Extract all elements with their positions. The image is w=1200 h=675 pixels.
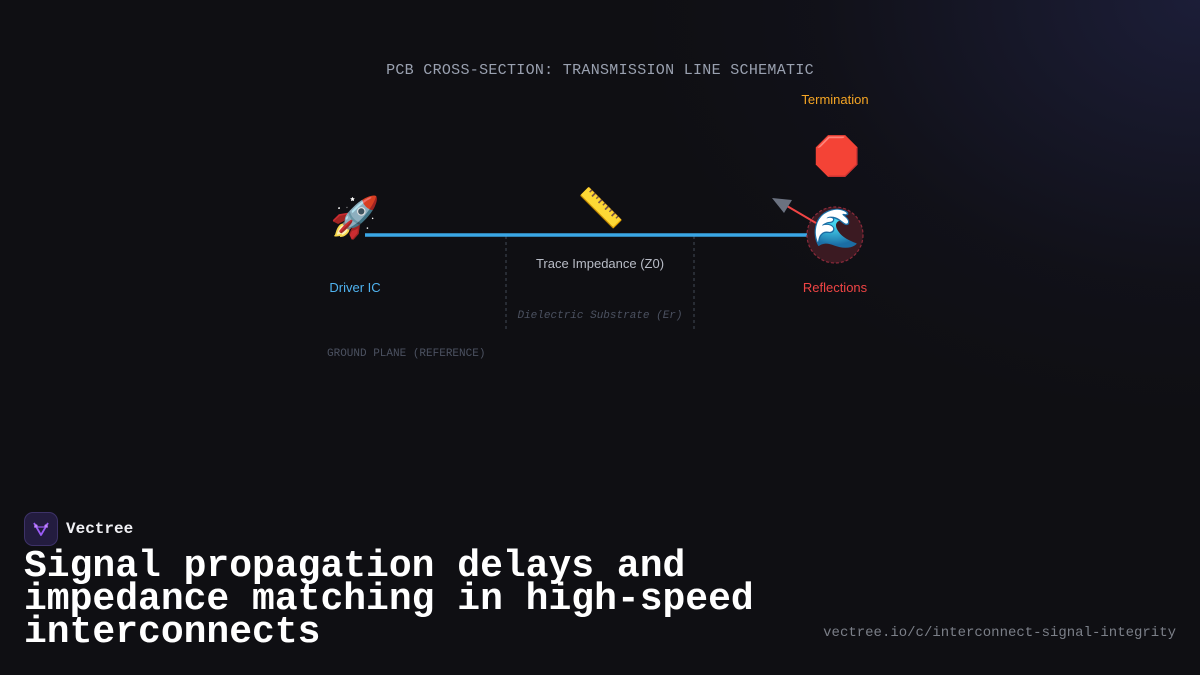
page-url[interactable]: vectree.io/c/interconnect-signal-integri… [823,625,1176,641]
vectree-logo-icon [24,512,58,546]
reflection-arrow-line [786,205,817,224]
page-headline: Signal propagation delays and impedance … [24,545,754,654]
reflection-arrow-head [772,198,792,213]
brand-name: Vectree [66,520,134,538]
rocket-icon: 🚀 [330,195,380,241]
dielectric-substrate-label: Dielectric Substrate (Er) [517,310,683,322]
stop-sign-icon: 🛑 [813,134,861,178]
driver-ic-label: Driver IC [329,280,381,295]
trace-impedance-label: Trace Impedance (Z0) [535,256,665,271]
ground-plane-label: GROUND PLANE (REFERENCE) [327,348,486,360]
reflections-label: Reflections [802,280,868,295]
reflections-node-circle [806,206,864,264]
diagram-title: PCB CROSS-SECTION: TRANSMISSION LINE SCH… [386,62,814,79]
termination-label: Termination [801,92,869,107]
ruler-icon: 📏 [577,186,625,230]
brand: Vectree [24,512,133,546]
wave-icon: 🌊 [812,206,860,250]
